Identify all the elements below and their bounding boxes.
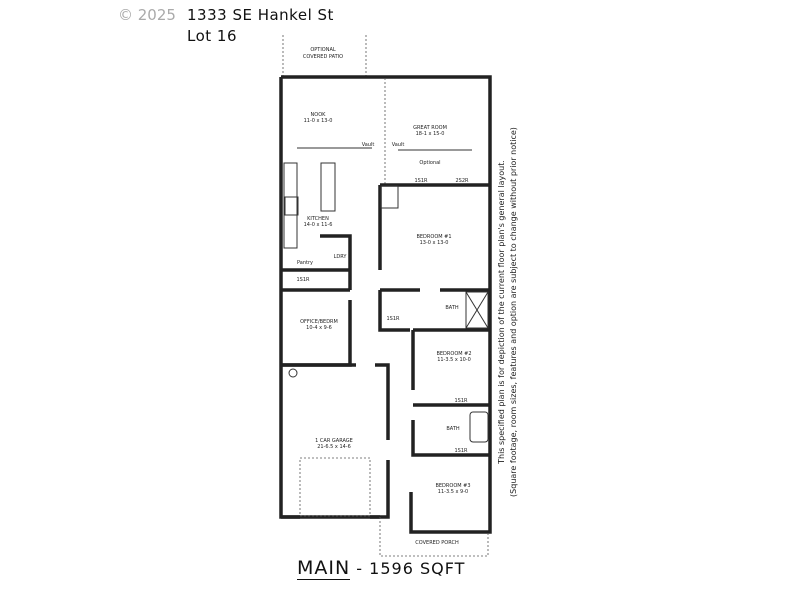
garage-label: 1 CAR GARAGE (315, 438, 353, 444)
bedroom1-size: 13-0 x 13-0 (420, 240, 449, 246)
cooktop (284, 196, 299, 216)
bedroom2-shelf: 1S1R (454, 398, 468, 404)
copyright-mark: © 2025 (118, 6, 176, 24)
bedroom3-label: BEDROOM #3 (435, 483, 470, 489)
exterior-wall (279, 75, 492, 534)
lot-number: Lot 16 (187, 27, 238, 45)
covered-porch-outline (379, 517, 489, 557)
shower (465, 291, 489, 329)
vault-label-left: Vault (362, 142, 375, 148)
great-room-size: 18-1 x 15-0 (416, 131, 445, 137)
bedroom2-size: 11-3.5 x 10-0 (437, 357, 471, 363)
porch-label: COVERED PORCH (415, 540, 459, 546)
office-walls (281, 300, 352, 367)
bath2-label: BATH (446, 426, 460, 432)
disclaimer-line-2: (Square footage, room sizes, features an… (509, 127, 518, 497)
address: 1333 SE Hankel St (187, 6, 334, 24)
office-label: OFFICE/BEDRM (300, 319, 338, 325)
great-room-label: GREAT ROOM (413, 125, 447, 131)
shower-cross-2 (465, 291, 489, 329)
bedroom1-shelf-2: 2S2R (455, 178, 469, 184)
bedroom1-shelf-1: 1S1R (414, 178, 428, 184)
kitchen-size: 14-0 x 11-6 (304, 222, 333, 228)
kitchen-counter (283, 162, 298, 249)
office-size: 10-4 x 9-6 (306, 325, 332, 331)
kitchen-label: KITCHEN (307, 216, 329, 222)
closet-bump (380, 185, 399, 209)
plan-title: MAIN - 1596 SQFT (297, 557, 466, 580)
garage-top-wall (281, 363, 390, 440)
disclaimer-line-1: This specified plan is for depiction of … (497, 160, 506, 464)
bath1-left-wall (378, 290, 410, 332)
patio-label-2: COVERED PATIO (303, 54, 343, 60)
bedroom1-label: BEDROOM #1 (416, 234, 451, 240)
disclaimer: This specified plan is for depiction of … (496, 77, 520, 547)
garage-front-wall (281, 460, 390, 519)
level-name: MAIN (297, 557, 351, 580)
bath2-walls (411, 420, 490, 457)
nook-label: NOOK (311, 112, 327, 118)
garage-door (299, 457, 371, 517)
garage-size: 21-6.5 x 14-6 (317, 444, 351, 450)
bath1-label: BATH (445, 305, 459, 311)
pantry-walls (281, 234, 352, 290)
kitchen-island (320, 162, 336, 212)
pantry-label: Pantry (297, 260, 313, 266)
water-heater (288, 368, 298, 378)
bath1-shelf: 1S1R (386, 316, 400, 322)
laundry-label: LDRY (334, 254, 348, 260)
patio-label-1: OPTIONAL (310, 47, 336, 53)
bath2-shelf: 1S1R (454, 448, 468, 454)
bedroom2-label: BEDROOM #2 (436, 351, 471, 357)
square-footage: - 1596 SQFT (350, 559, 466, 578)
bathtub (469, 411, 489, 443)
bedroom2-walls (411, 330, 490, 407)
optional-label: Optional (419, 160, 440, 166)
bedroom3-size: 11-3.5 x 9-0 (438, 489, 468, 495)
vault-label-right: Vault (392, 142, 405, 148)
nook-size: 11-0 x 13-0 (304, 118, 333, 124)
pantry-shelf: 1S1R (296, 277, 310, 283)
